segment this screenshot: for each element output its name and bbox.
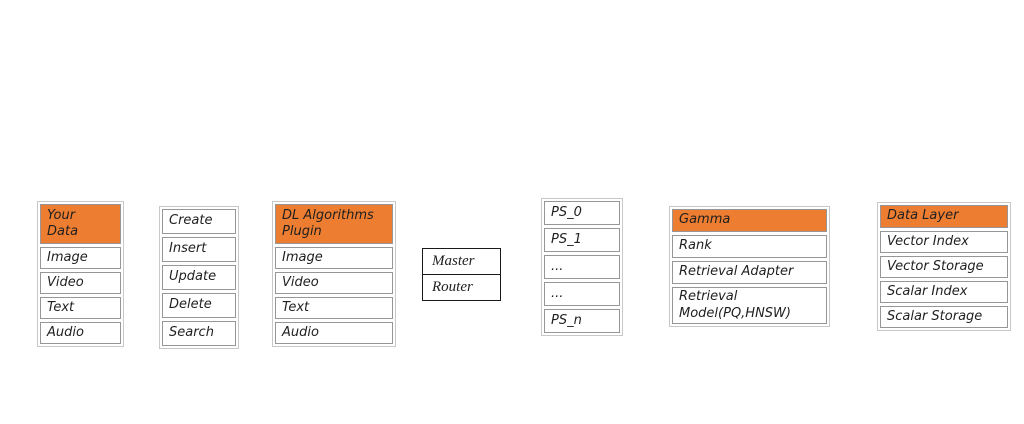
ps-cell-1: PS_1 <box>544 228 620 252</box>
operations-cell-insert: Insert <box>162 237 236 262</box>
gamma-cell-rank: Rank <box>672 235 827 258</box>
data-layer-cell-vector-index: Vector Index <box>880 231 1008 253</box>
your-data-cell-text: Text <box>40 297 121 319</box>
your-data-box: Your Data Image Video Text Audio <box>37 201 124 347</box>
gamma-header: Gamma <box>672 209 827 232</box>
gamma-cell-retrieval-adapter: Retrieval Adapter <box>672 261 827 284</box>
operations-cell-search: Search <box>162 321 236 346</box>
your-data-cell-audio: Audio <box>40 322 121 344</box>
ps-cell-n: PS_n <box>544 309 620 333</box>
operations-box: Create Insert Update Delete Search <box>159 206 239 349</box>
master-cell: Master <box>423 249 500 275</box>
gamma-cell-retrieval-model: Retrieval Model(PQ,HNSW) <box>672 287 827 324</box>
dl-plugin-cell-image: Image <box>275 247 393 269</box>
dl-algorithms-plugin-box: DL Algorithms Plugin Image Video Text Au… <box>272 201 396 347</box>
dl-plugin-cell-audio: Audio <box>275 322 393 344</box>
your-data-cell-image: Image <box>40 247 121 269</box>
operations-cell-delete: Delete <box>162 293 236 318</box>
router-cell: Router <box>423 275 500 300</box>
dl-plugin-cell-text: Text <box>275 297 393 319</box>
data-layer-cell-vector-storage: Vector Storage <box>880 256 1008 278</box>
dl-plugin-cell-video: Video <box>275 272 393 294</box>
data-layer-box: Data Layer Vector Index Vector Storage S… <box>877 202 1011 331</box>
data-layer-cell-scalar-storage: Scalar Storage <box>880 306 1008 328</box>
master-router-box: Master Router <box>422 248 501 301</box>
parameter-servers-box: PS_0 PS_1 ... ... PS_n <box>541 198 623 336</box>
data-layer-header: Data Layer <box>880 205 1008 228</box>
dl-algorithms-plugin-header: DL Algorithms Plugin <box>275 204 393 244</box>
your-data-cell-video: Video <box>40 272 121 294</box>
gamma-box: Gamma Rank Retrieval Adapter Retrieval M… <box>669 206 830 327</box>
operations-cell-update: Update <box>162 265 236 290</box>
data-layer-cell-scalar-index: Scalar Index <box>880 281 1008 303</box>
your-data-header: Your Data <box>40 204 121 244</box>
operations-cell-create: Create <box>162 209 236 234</box>
ps-cell-ellipsis-2: ... <box>544 282 620 306</box>
ps-cell-0: PS_0 <box>544 201 620 225</box>
ps-cell-ellipsis-1: ... <box>544 255 620 279</box>
